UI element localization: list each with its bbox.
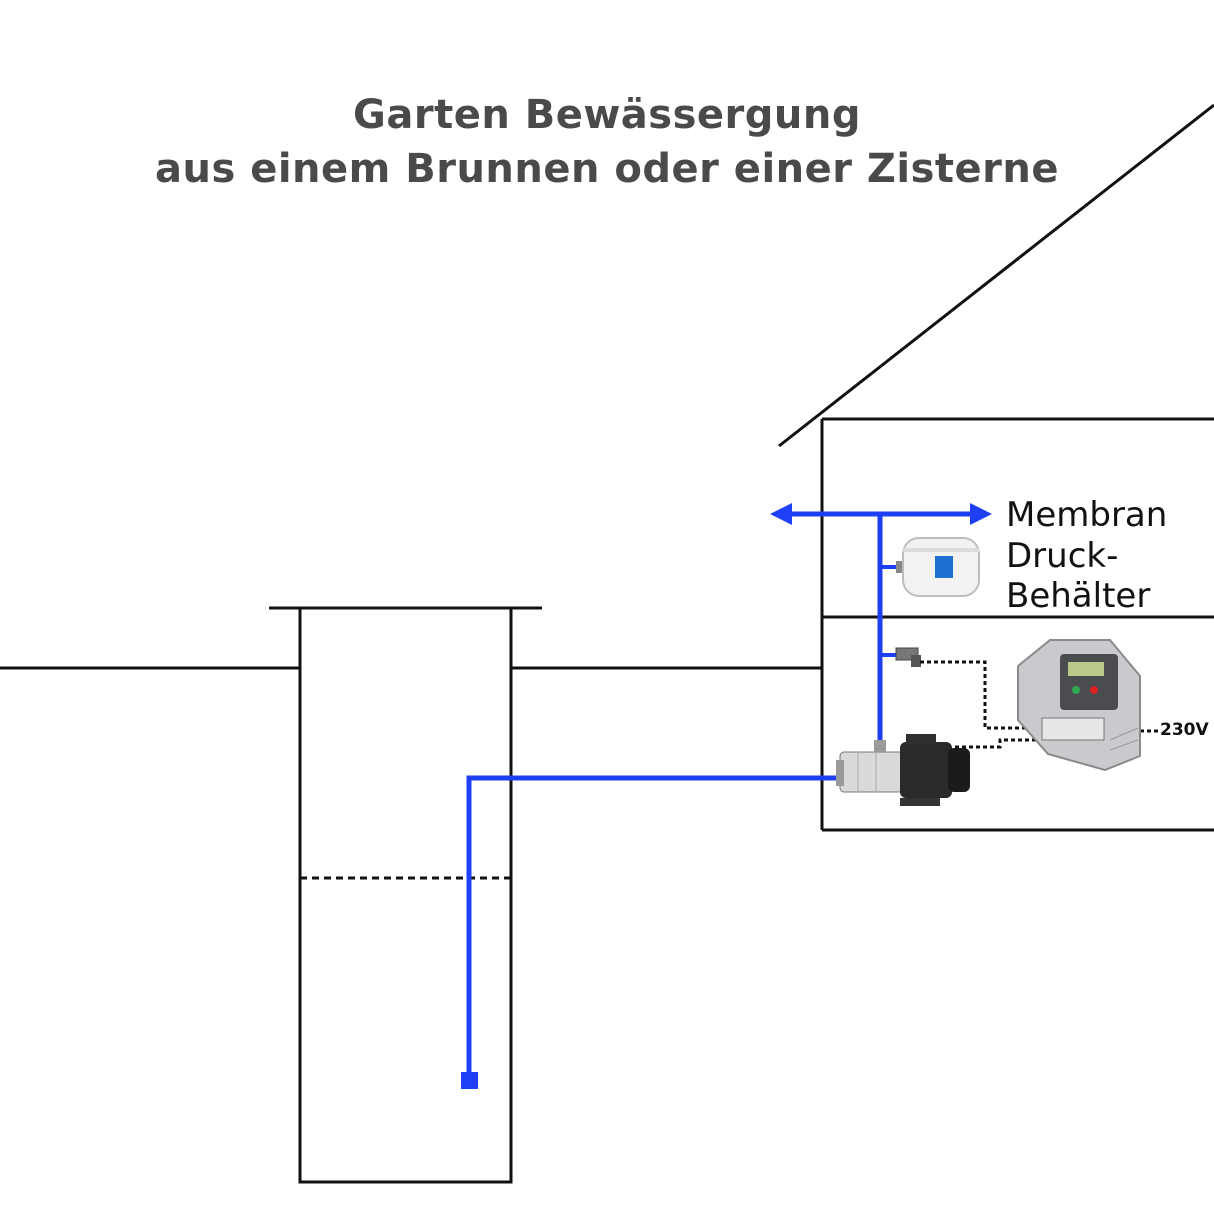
pump-motor-cap [948, 748, 970, 792]
pressure-sensor [895, 647, 921, 667]
foot-valve [461, 1072, 478, 1089]
pump-outlet [874, 740, 886, 752]
arrow-left-icon [770, 503, 792, 525]
converter-fin-2 [1109, 739, 1139, 751]
pump-inlet [836, 760, 844, 786]
well-shaft [298, 606, 513, 1184]
suction-pipe [461, 775, 840, 1089]
pump-hydraulic-body [839, 751, 905, 793]
voltage-label: 230V [1160, 720, 1209, 740]
arrow-right-icon [970, 503, 992, 525]
tank-fitting [896, 561, 904, 573]
tank-label-line3: Behälter [1006, 576, 1151, 616]
converter-fin-1 [1109, 727, 1139, 741]
pump-base [900, 798, 940, 806]
pump-motor [900, 742, 952, 798]
house [778, 103, 1214, 832]
tank-label-line2: Druck- [1006, 536, 1119, 576]
pump-terminal-box [906, 734, 936, 744]
pump [836, 734, 970, 806]
tank-label-line1: Membran [1006, 495, 1168, 535]
converter-green-button-icon [1072, 686, 1080, 694]
suction-pipe-line [466, 775, 840, 1080]
house-roof [778, 103, 1214, 448]
diagram-title-line2: aus einem Brunnen oder einer Zisterne [154, 146, 1060, 192]
tank-logo-icon [935, 556, 953, 578]
sensor-plug [911, 655, 921, 667]
pump-cable [955, 738, 1042, 749]
converter-display [1068, 662, 1104, 676]
frequency-converter [1017, 639, 1141, 772]
pressure-tank [896, 537, 980, 597]
converter-red-button-icon [1090, 686, 1098, 694]
distribution-pipe [770, 503, 992, 750]
well [269, 606, 542, 1184]
converter-terminal-block [1041, 717, 1105, 741]
diagram-title-line1: Garten Bewässergung [353, 92, 861, 138]
tank-band [903, 548, 979, 552]
sensor-cable [920, 660, 1042, 730]
